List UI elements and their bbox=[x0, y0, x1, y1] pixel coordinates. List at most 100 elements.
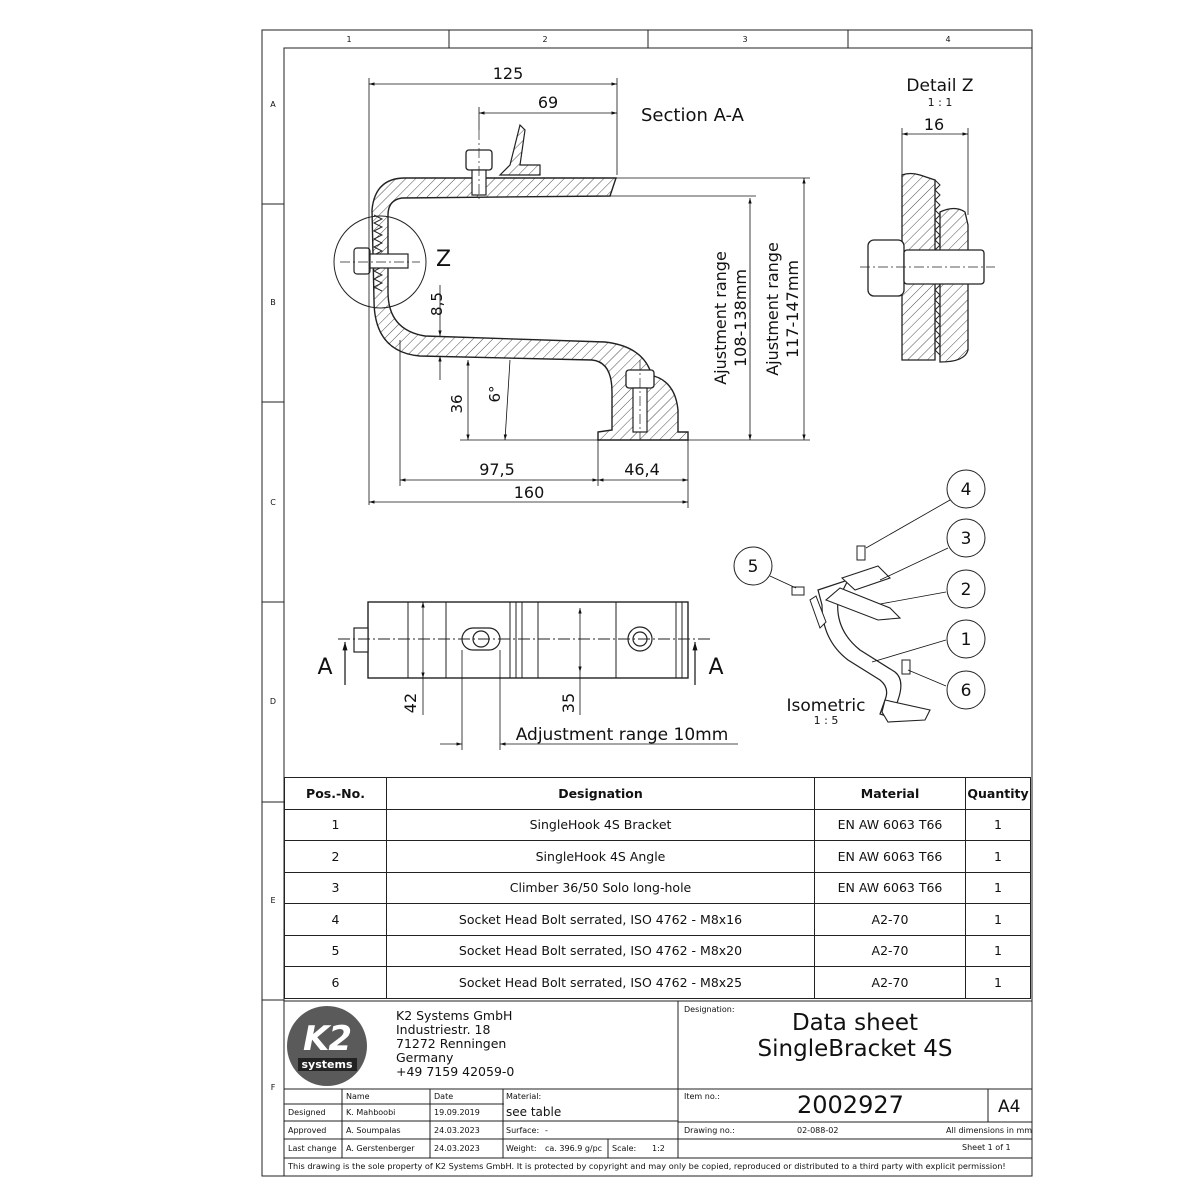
isometric-scale: 1 : 5 bbox=[814, 714, 839, 727]
header-designation: Designation bbox=[386, 777, 815, 810]
cell-pos: 3 bbox=[284, 871, 387, 904]
designed-label: Designed bbox=[288, 1108, 326, 1117]
item-label: Item no.: bbox=[684, 1092, 720, 1101]
row-label: D bbox=[270, 697, 276, 706]
col-label: 4 bbox=[945, 35, 950, 44]
parts-list-table: Pos.-No. Designation Material Quantity 1… bbox=[284, 777, 1031, 999]
top-clip bbox=[498, 123, 541, 176]
cell-quantity: 1 bbox=[965, 934, 1031, 967]
section-dimensions bbox=[368, 78, 810, 508]
iso-bolt-6 bbox=[901, 659, 911, 675]
table-row: 3 Climber 36/50 Solo long-hole EN AW 606… bbox=[284, 871, 1031, 904]
dim-46-4: 46,4 bbox=[624, 460, 660, 479]
material-value: see table bbox=[506, 1105, 562, 1119]
dim-97-5: 97,5 bbox=[479, 460, 515, 479]
iso-bolt-4 bbox=[856, 545, 866, 561]
cell-quantity: 1 bbox=[965, 840, 1031, 873]
balloons bbox=[733, 469, 986, 710]
adj-range-1-line1: Ajustment range bbox=[711, 251, 730, 385]
table-header-row: Pos.-No. Designation Material Quantity bbox=[284, 777, 1031, 810]
designed-date: 19.09.2019 bbox=[434, 1108, 480, 1117]
dim-125: 125 bbox=[493, 64, 524, 83]
drawing-label: Drawing no.: bbox=[684, 1126, 735, 1135]
designed-name: K. Mahboobi bbox=[346, 1108, 396, 1117]
table-row: 4 Socket Head Bolt serrated, ISO 4762 - … bbox=[284, 903, 1031, 936]
section-title: Section A-A bbox=[641, 105, 745, 126]
scale-label: Scale: bbox=[612, 1144, 637, 1153]
detail-z-marker bbox=[333, 215, 427, 309]
detail-z-label: Z bbox=[436, 247, 451, 272]
balloon-5: 5 bbox=[748, 557, 759, 577]
dim-160: 160 bbox=[514, 483, 545, 502]
lastchange-label: Last change bbox=[288, 1144, 337, 1153]
material-label: Material: bbox=[506, 1092, 542, 1101]
cell-quantity: 1 bbox=[965, 966, 1031, 999]
header-pos: Pos.-No. bbox=[284, 777, 387, 810]
title-block-lines bbox=[284, 1000, 1032, 1159]
dim-35: 35 bbox=[559, 693, 578, 713]
weight-value: ca. 396.9 g/pc bbox=[545, 1144, 603, 1153]
format-value: A4 bbox=[998, 1097, 1021, 1117]
cell-designation: Socket Head Bolt serrated, ISO 4762 - M8… bbox=[386, 903, 815, 936]
weight-label: Weight: bbox=[506, 1144, 537, 1153]
row-label: E bbox=[270, 896, 275, 905]
side-bolt-head bbox=[353, 247, 371, 275]
detail-bolt-head bbox=[867, 239, 905, 297]
table-row: 5 Socket Head Bolt serrated, ISO 4762 - … bbox=[284, 934, 1031, 967]
approved-label: Approved bbox=[288, 1126, 327, 1135]
cell-material: EN AW 6063 T66 bbox=[814, 871, 966, 904]
cell-designation: Socket Head Bolt serrated, ISO 4762 - M8… bbox=[386, 966, 815, 999]
col-label: 1 bbox=[346, 35, 351, 44]
adj-range-2-line2: 117-147mm bbox=[783, 260, 802, 358]
cell-pos: 6 bbox=[284, 966, 387, 999]
dim-16: 16 bbox=[924, 115, 944, 134]
col-label: 2 bbox=[542, 35, 547, 44]
copyright-note: This drawing is the sole property of K2 … bbox=[288, 1161, 1006, 1171]
cell-designation: SingleHook 4S Angle bbox=[386, 840, 815, 873]
designation-line2: SingleBracket 4S bbox=[757, 1036, 953, 1062]
table-row: 2 SingleHook 4S Angle EN AW 6063 T66 1 bbox=[284, 840, 1031, 873]
cell-material: EN AW 6063 T66 bbox=[814, 840, 966, 873]
table-row: 6 Socket Head Bolt serrated, ISO 4762 - … bbox=[284, 966, 1031, 999]
detail-scale: 1 : 1 bbox=[928, 96, 953, 109]
surface-label: Surface: bbox=[506, 1126, 540, 1135]
cell-quantity: 1 bbox=[965, 808, 1031, 841]
approved-date: 24.03.2023 bbox=[434, 1126, 480, 1135]
company-address: K2 Systems GmbH Industriestr. 18 71272 R… bbox=[396, 1009, 514, 1079]
row-label: B bbox=[270, 298, 276, 307]
designation-line1: Data sheet bbox=[791, 1010, 919, 1036]
company-line: Industriestr. 18 bbox=[396, 1022, 491, 1037]
adjustment-range-label: Adjustment range 10mm bbox=[516, 725, 729, 745]
iso-angle bbox=[824, 587, 902, 621]
date-header: Date bbox=[434, 1092, 454, 1101]
balloon-1: 1 bbox=[961, 630, 972, 650]
dim-69: 69 bbox=[538, 93, 558, 112]
cell-pos: 4 bbox=[284, 903, 387, 936]
designation-title: Data sheet SingleBracket 4S bbox=[700, 1010, 1010, 1062]
dim-6-deg: 6° bbox=[486, 385, 504, 402]
balloon-6: 6 bbox=[961, 681, 972, 701]
detail-title: Detail Z bbox=[906, 76, 973, 96]
dim-36: 36 bbox=[448, 394, 466, 413]
section-marker-right: A bbox=[708, 655, 723, 680]
iso-bolt-5 bbox=[791, 586, 805, 596]
name-header: Name bbox=[346, 1092, 370, 1101]
frame-row-labels: A B C D E F bbox=[270, 100, 276, 1092]
adj-range-1-line2: 108-138mm bbox=[731, 269, 750, 367]
iso-foot bbox=[881, 699, 931, 723]
lastchange-name: A. Gerstenberger bbox=[346, 1144, 415, 1153]
surface-value: - bbox=[545, 1126, 548, 1135]
cell-material: EN AW 6063 T66 bbox=[814, 808, 966, 841]
cell-pos: 5 bbox=[284, 934, 387, 967]
balloon-4: 4 bbox=[961, 480, 972, 500]
cell-material: A2-70 bbox=[814, 966, 966, 999]
header-quantity: Quantity bbox=[965, 777, 1031, 810]
drawing-frame bbox=[261, 29, 1033, 1177]
balloon-3: 3 bbox=[961, 529, 972, 549]
cell-quantity: 1 bbox=[965, 871, 1031, 904]
section-view bbox=[333, 123, 689, 441]
designation-label: Designation: bbox=[684, 1005, 735, 1014]
cell-designation: Socket Head Bolt serrated, ISO 4762 - M8… bbox=[386, 934, 815, 967]
k2-logo: K2 systems bbox=[287, 1006, 367, 1086]
